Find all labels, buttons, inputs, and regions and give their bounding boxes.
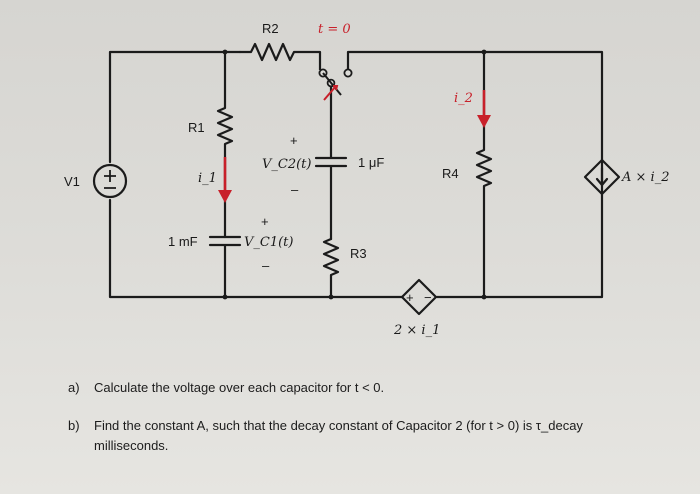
wire-top-right xyxy=(346,50,604,299)
question-a-marker: a) xyxy=(68,380,80,395)
dependent-voltage-source xyxy=(400,278,438,316)
current-arrow-i2 xyxy=(477,90,491,128)
question-b: b) Find the constant A, such that the dec… xyxy=(68,416,583,435)
resistor-r4 xyxy=(475,50,493,299)
capacitor-c2 xyxy=(314,148,348,241)
svg-text:+: + xyxy=(406,290,414,305)
question-b-continuation: milliseconds. xyxy=(94,438,169,453)
label-dep-current: A × i_2 xyxy=(621,170,669,185)
label-i1: i_1 xyxy=(198,171,217,186)
label-switch-time: t = 0 xyxy=(318,22,351,37)
resistor-r3 xyxy=(322,237,340,299)
question-a: a) Calculate the voltage over each capaci… xyxy=(68,378,384,397)
question-a-text: Calculate the voltage over each capacito… xyxy=(94,380,385,395)
svg-text:−: − xyxy=(424,290,432,305)
label-c2-value: 1 μF xyxy=(358,155,384,170)
label-vc1-plus: + xyxy=(261,214,269,229)
label-r4: R4 xyxy=(442,166,459,181)
label-vc2-plus: + xyxy=(290,133,298,148)
label-r1: R1 xyxy=(188,120,205,135)
label-vc1-minus: – xyxy=(262,258,270,273)
label-vc2: V_C2(t) xyxy=(262,157,311,172)
capacitor-c1 xyxy=(208,235,242,299)
label-c1-value: 1 mF xyxy=(168,234,198,249)
label-dep-voltage: 2 × i_1 xyxy=(393,323,440,338)
label-i2: i_2 xyxy=(454,91,473,106)
wire-left xyxy=(108,50,404,299)
resistor-r2 xyxy=(238,42,322,62)
label-r3: R3 xyxy=(350,246,367,261)
question-b-marker: b) xyxy=(68,418,80,433)
label-vc2-minus: – xyxy=(291,182,299,197)
label-vc1: V_C1(t) xyxy=(244,235,293,250)
resistor-r1 xyxy=(216,50,234,239)
label-v1: V1 xyxy=(64,174,80,189)
label-r2: R2 xyxy=(262,21,279,36)
question-b-text: Find the constant A, such that the decay… xyxy=(94,418,583,433)
current-arrow-i1 xyxy=(218,157,232,203)
dependent-current-source xyxy=(583,158,621,196)
